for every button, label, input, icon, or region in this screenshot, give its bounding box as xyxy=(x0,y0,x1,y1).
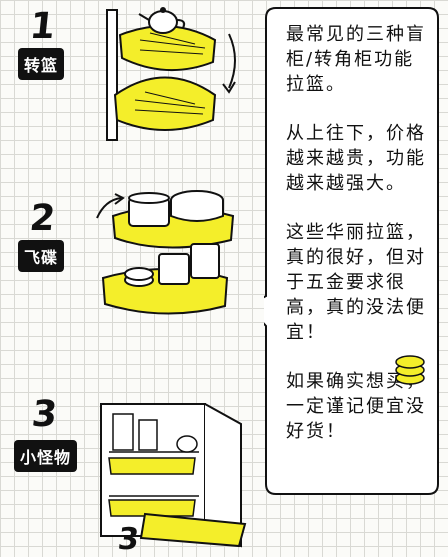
section-number-3-partial: 3 xyxy=(116,522,141,557)
saucer-basket-illustration xyxy=(96,190,235,315)
speech-bubble: 最常见的三种盲柜/转角柜功能拉篮。 从上往下，价格越来越贵，功能越来越强大。 这… xyxy=(264,6,440,496)
section-number-1: 1 xyxy=(27,6,58,47)
bubble-text: 最常见的三种盲柜/转角柜功能拉篮。 从上往下，价格越来越贵，功能越来越强大。 这… xyxy=(286,22,426,468)
bubble-paragraph-3: 这些华丽拉篮，真的很好，但对于五金要求很高，真的没法便宜！ xyxy=(286,222,426,343)
section-number-3: 3 xyxy=(29,394,60,435)
section-number-2: 2 xyxy=(27,198,58,239)
carousel-basket-illustration xyxy=(106,7,236,141)
section-label-3: 小怪物 xyxy=(14,440,78,472)
magic-corner-illustration xyxy=(100,403,247,548)
section-label-1: 转篮 xyxy=(18,48,65,80)
bubble-paragraph-1: 最常见的三种盲柜/转角柜功能拉篮。 xyxy=(286,24,426,95)
coin-stack-icon xyxy=(395,355,425,385)
speech-bubble-outline xyxy=(264,7,439,495)
section-label-2: 飞碟 xyxy=(18,240,65,272)
bubble-paragraph-2: 从上往下，价格越来越贵，功能越来越强大。 xyxy=(286,123,426,194)
bubble-paragraph-4: 如果确实想买，一定谨记便宜没好货！ xyxy=(286,371,426,442)
